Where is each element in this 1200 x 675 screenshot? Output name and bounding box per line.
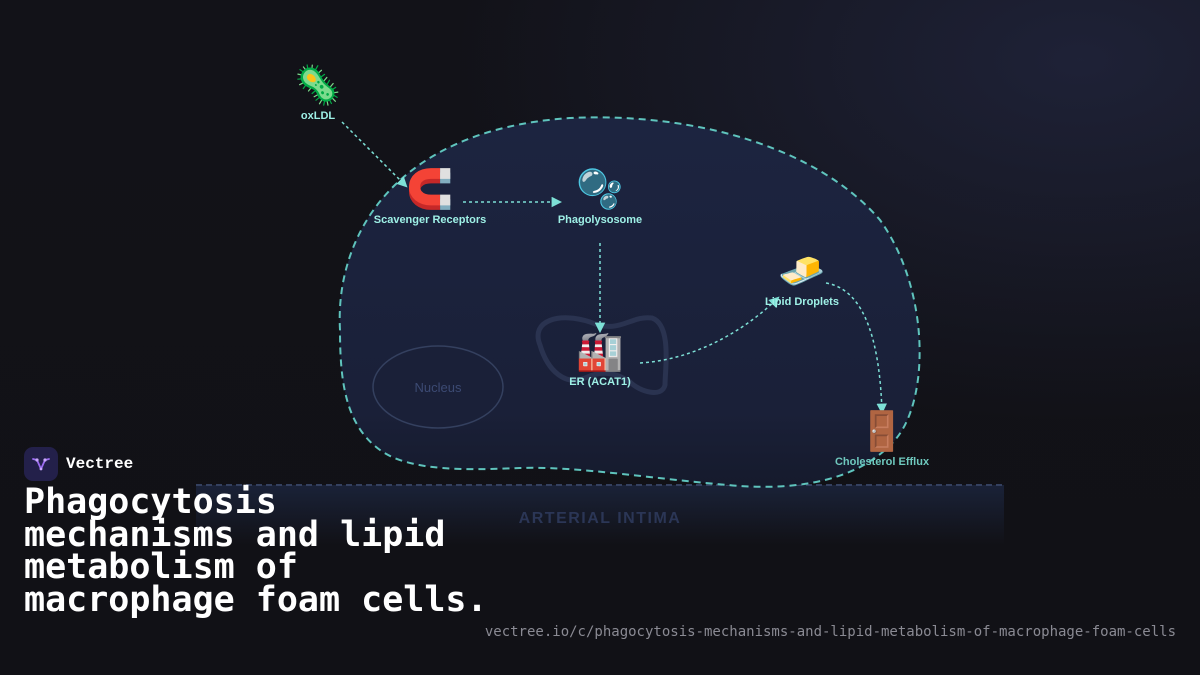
vectree-logo-icon [24,447,58,481]
node-cholesterol-efflux-label: Cholesterol Efflux [834,456,930,468]
node-lipid-droplets: 🧈 Lipid Droplets [765,250,839,308]
brand[interactable]: Vectree [24,447,133,481]
node-lipid-droplets-label: Lipid Droplets [765,296,839,308]
node-er-acat1: 🏭 ER (ACAT1) [569,330,631,388]
door-icon: 🚪 [858,411,906,453]
page-title: Phagocytosis mechanisms and lipid metabo… [24,482,488,620]
node-oxldl-label: oxLDL [300,110,336,122]
factory-icon: 🏭 [576,331,624,373]
node-phagolysosome: 🫧 Phagolysosome [558,168,642,226]
endoplasmic-reticulum-shape [535,315,669,395]
nucleus-label: Nucleus [414,380,462,395]
logo-mark [32,458,50,471]
bacterium-icon: 🦠 [294,65,342,107]
arterial-intima-band [196,485,1004,545]
node-scavenger-receptors: 🧲 Scavenger Receptors [374,168,487,226]
arterial-intima-label: ARTERIAL INTIMA [518,510,682,527]
brand-name: Vectree [66,455,134,473]
node-phagolysosome-label: Phagolysosome [557,214,643,226]
page-url[interactable]: vectree.io/c/phagocytosis-mechanisms-and… [484,624,1176,640]
arrow-droplets-to-efflux [825,282,887,415]
node-er-acat1-label: ER (ACAT1) [569,376,631,388]
butter-icon: 🧈 [778,251,826,293]
nucleus [372,345,504,429]
magnet-icon: 🧲 [406,169,454,211]
node-oxldl: 🦠 oxLDL [294,64,341,122]
bubbles-icon: 🫧 [576,169,624,211]
node-cholesterol-efflux: 🚪 Cholesterol Efflux [835,410,929,468]
node-scavenger-receptors-label: Scavenger Receptors [373,214,487,226]
